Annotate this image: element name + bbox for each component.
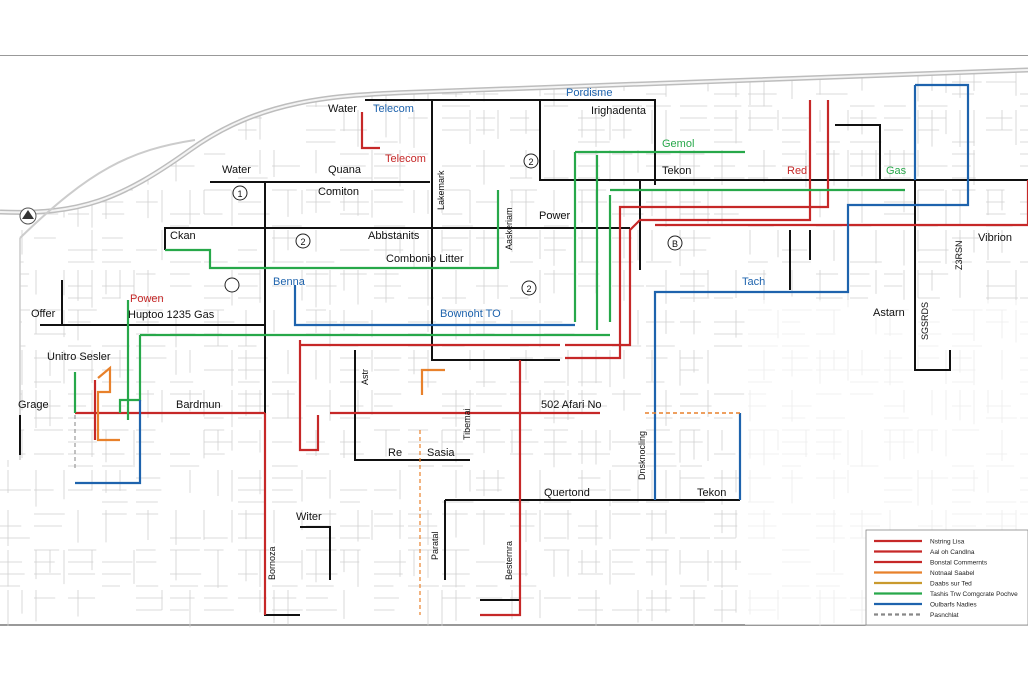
orange-line-1 [98,368,120,440]
label-quertond: Quertond [544,487,590,499]
legend-label: Aal oh Candlna [930,549,975,556]
vlabel-aaskeriam: Aaskeriam [504,207,514,250]
black-line-witer [300,527,330,580]
label-combonio: Combonio Litter [386,253,464,265]
circle-marker-arrow-icon [225,278,239,292]
label-tekon-bottom: Tekon [697,487,726,499]
vlabel-z3rsn: Z3RSN [954,240,964,270]
label-offer: Offer [31,308,56,320]
vlabel-sgsrds: SGSRDS [920,302,930,340]
label-irighadenta: Irighadenta [591,105,647,117]
orange-network [98,368,445,440]
label-water-left: Water [222,164,251,176]
label-water-top: Water [328,103,357,115]
label-ckan: Ckan [170,230,196,242]
label-telecom-top: Telecom [373,103,414,115]
label-atari: 502 Afari No [541,399,602,411]
label-grage: Grage [18,399,49,411]
label-pordisme: Pordisme [566,87,612,99]
orange-line-2 [422,370,445,395]
label-gas: Gas [886,165,907,177]
legend-label: Notnaal Saabel [930,570,975,577]
label-bardmun: Bardmun [176,399,221,411]
vlabel-paratal: Paratal [430,531,440,560]
red-line-3 [300,340,318,450]
vlabel-besternra: Besternra [504,541,514,580]
circle-marker-2: 2 [300,237,305,247]
map-legend: Nstring LisaAal oh CandlnaBonstal Commer… [866,530,1028,625]
label-telecom-red: Telecom [385,153,426,165]
label-powen: Powen [130,293,164,305]
label-re: Re [388,447,402,459]
vlabel-bornoza: Bornoza [267,546,277,580]
legend-label: Nstring Lisa [930,539,965,546]
legend-label: Tashis Trw Comgcrate Pochve [930,591,1018,598]
vlabel-tibemai: Tibemai [462,408,472,440]
label-power: Power [539,210,571,222]
legend-label: Daabs sur Ted [930,581,972,588]
circle-marker-5: B [672,239,678,249]
red-line-vibrion [655,180,1028,225]
label-unitro: Unitro Sesler [47,351,111,363]
label-tekon: Tekon [662,165,691,177]
label-huptoo: Huptoo 1235 Gas [128,309,215,321]
label-sasia: Sasia [427,447,455,459]
label-astarn: Astarn [873,307,905,319]
label-quana: Quana [328,164,362,176]
circle-marker-1: 1 [237,189,242,199]
legend-label: Bonstal Commernts [930,560,988,567]
label-comiton: Comiton [318,186,359,198]
circle-marker-4: 2 [526,284,531,294]
red-line-drop [480,360,520,615]
compass-rose-icon [20,208,36,224]
green-line-v4 [120,335,140,413]
vlabel-dnsknocling: Dnsknocling [637,431,647,480]
label-abbstanits: Abbstanits [368,230,420,242]
vlabel-astr: Astr [360,369,370,385]
black-line-gas [835,125,880,180]
circled-markers: 1 2 2 2 B [225,154,682,295]
circle-marker-3: 2 [528,157,533,167]
label-witer: Witer [296,511,322,523]
legend-label: Oulbarfs Nadies [930,602,977,609]
label-vibrion: Vibrion [978,232,1012,244]
vlabel-lakemark: Lakemark [436,170,446,210]
label-gemol: Gemol [662,138,694,150]
label-benna: Benna [273,276,306,288]
legend-label: Pasnchlat [930,612,959,619]
label-red: Red [787,165,807,177]
label-bownoht: Bownoht TO [440,308,501,320]
label-tach: Tach [742,276,765,288]
